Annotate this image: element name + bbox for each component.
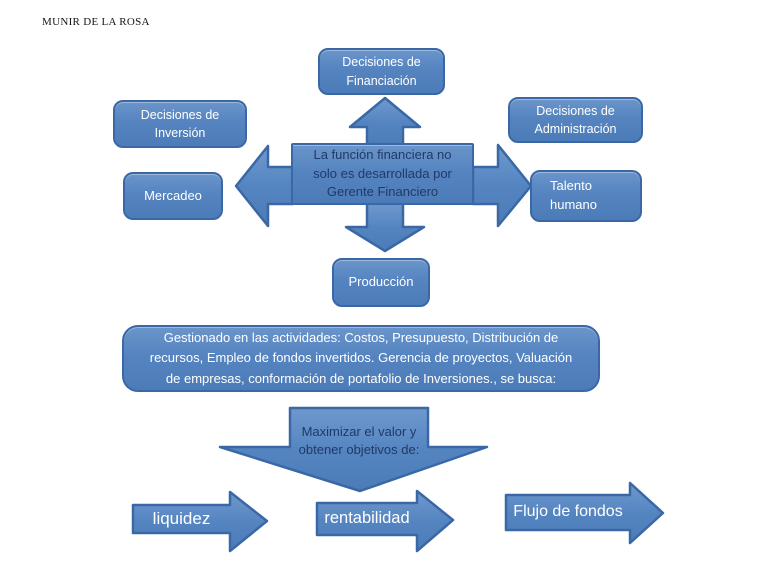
central-function-box: La función financiera no solo es desarro…: [291, 143, 474, 205]
cash-flow-arrow-shape: [504, 481, 665, 545]
liquidity-arrow-shape: [131, 490, 269, 553]
investment-decisions-box: Decisiones de Inversión: [113, 100, 247, 148]
production-box: Producción: [332, 258, 430, 307]
marketing-box: Mercadeo: [123, 172, 223, 220]
author-credit: MUNIR DE LA ROSA: [42, 16, 150, 28]
arrow-right-icon: [471, 143, 533, 228]
arrow-down-icon: [344, 201, 426, 253]
human-talent-box: Talento humano: [530, 170, 642, 222]
arrow-up-icon: [348, 96, 422, 149]
big-down-arrow-icon: [218, 406, 489, 493]
maximize-value-label: Maximizar el valor y obtener objetivos d…: [298, 423, 420, 457]
cash-flow-label: Flujo de fondos: [513, 503, 623, 521]
administration-decisions-box: Decisiones de Administración: [508, 97, 643, 143]
financing-decisions-box: Decisiones de Financiación: [318, 48, 445, 95]
profitability-arrow-shape: [315, 489, 455, 553]
arrow-left-icon: [234, 144, 295, 228]
activities-summary-box: Gestionado en las actividades: Costos, P…: [122, 325, 600, 392]
liquidity-label: liquidez: [152, 509, 211, 529]
profitability-label: rentabilidad: [324, 509, 410, 528]
